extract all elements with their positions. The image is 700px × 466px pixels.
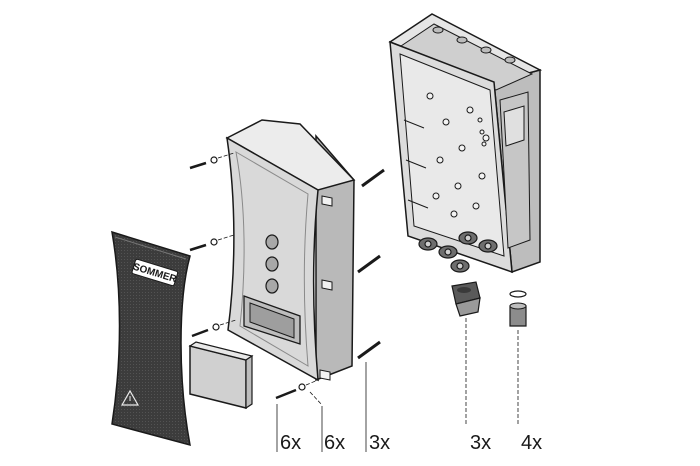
- screw-icon: [189, 238, 218, 252]
- cable-entry-row: [418, 231, 498, 273]
- qty-small-cable-glands: 4x: [521, 432, 543, 454]
- long-screw-set: [357, 168, 385, 360]
- screw-icon: [191, 323, 220, 338]
- large-cable-gland: [451, 281, 481, 425]
- qty-long-screws: 3x: [369, 432, 391, 454]
- screw-set-left: [189, 152, 237, 338]
- qty-screws: 6x: [280, 432, 302, 454]
- long-screw-icon: [361, 168, 385, 188]
- small-cable-gland: [509, 290, 527, 425]
- housing-base: [388, 13, 543, 274]
- leader-lines: [276, 362, 367, 452]
- long-screw-icon: [357, 340, 381, 360]
- small-cover-plate: [188, 341, 254, 410]
- screw-icon: [189, 156, 218, 170]
- qty-large-cable-glands: 3x: [470, 432, 492, 454]
- housing-lid: [225, 119, 356, 382]
- long-screw-icon: [357, 254, 381, 274]
- bottom-screw: [275, 379, 319, 400]
- qty-washers: 6x: [324, 432, 346, 454]
- warning-triangle-icon: [120, 389, 140, 406]
